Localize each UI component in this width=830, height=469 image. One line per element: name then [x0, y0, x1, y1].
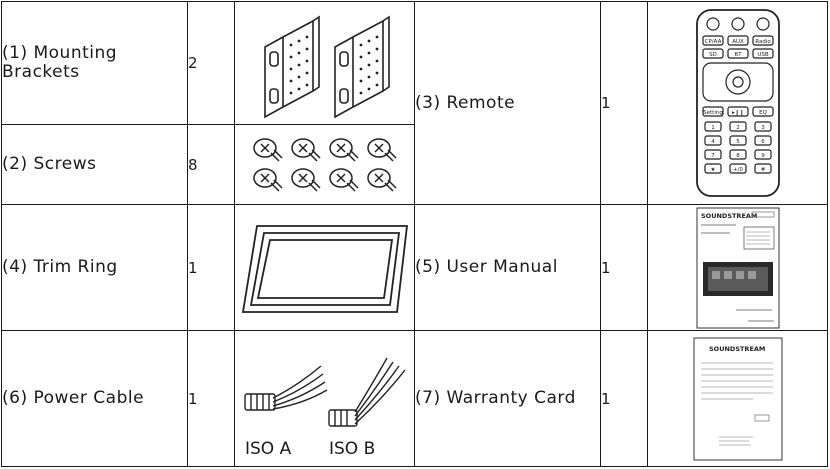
item-qty-remote: 1 — [600, 1, 648, 205]
remote-btn-label: BT — [734, 52, 742, 58]
item-name-warranty-card: (7) Warranty Card — [414, 330, 601, 467]
item-qty-power-cable: 1 — [187, 330, 235, 467]
remote-key: 9 — [761, 153, 765, 159]
remote-btn-label: Radio — [755, 39, 771, 45]
remote-btn-label: USB — [757, 52, 769, 58]
iso-b-label: ISO B — [329, 439, 375, 459]
remote-btn-label: Setting — [703, 110, 723, 116]
power-cable-image: ISO A ISO B — [234, 330, 415, 467]
remote-key: 8 — [736, 153, 740, 159]
item-qty-warranty-card: 1 — [600, 330, 648, 467]
manual-brand: SOUNDSTREAM — [701, 212, 757, 220]
item-name-screws: (2) Screws — [1, 124, 188, 205]
item-qty-user-manual: 1 — [600, 204, 648, 331]
screws-image — [234, 124, 415, 205]
remote-image: CP/AA AUX Radio SD BT USB Setting ▸❙❙ EQ… — [647, 1, 828, 205]
remote-key: ★ — [710, 167, 715, 173]
remote-btn-label: CP/AA — [704, 39, 721, 45]
remote-key: 2 — [736, 125, 740, 131]
remote-key: 7 — [711, 153, 715, 159]
trim-ring-image — [234, 204, 415, 331]
item-name-trim-ring: (4) Trim Ring — [1, 204, 188, 331]
mounting-brackets-image — [234, 1, 415, 125]
item-qty-trim-ring: 1 — [187, 204, 235, 331]
remote-key: +/0 — [733, 167, 743, 173]
user-manual-image: SOUNDSTREAM — [647, 204, 828, 331]
warranty-brand: SOUNDSTREAM — [709, 345, 765, 353]
iso-a-label: ISO A — [245, 439, 292, 459]
remote-btn-label: SD — [709, 52, 717, 58]
remote-key: 3 — [761, 125, 765, 131]
remote-btn-label: AUX — [732, 39, 744, 45]
item-qty-screws: 8 — [187, 124, 235, 205]
remote-key: 1 — [711, 125, 715, 131]
item-qty-mounting-brackets: 2 — [187, 1, 235, 125]
item-name-power-cable: (6) Power Cable — [1, 330, 188, 467]
item-name-mounting-brackets: (1) Mounting Brackets — [1, 1, 188, 125]
warranty-card-image: SOUNDSTREAM — [647, 330, 828, 467]
remote-key: 6 — [761, 139, 765, 145]
item-name-user-manual: (5) User Manual — [414, 204, 601, 331]
remote-key: 4 — [711, 139, 715, 145]
remote-btn-label: ▸❙❙ — [732, 109, 744, 116]
remote-key: # — [760, 167, 765, 173]
remote-btn-label: EQ — [759, 110, 767, 116]
remote-key: 5 — [736, 139, 740, 145]
item-name-remote: (3) Remote — [414, 1, 601, 205]
